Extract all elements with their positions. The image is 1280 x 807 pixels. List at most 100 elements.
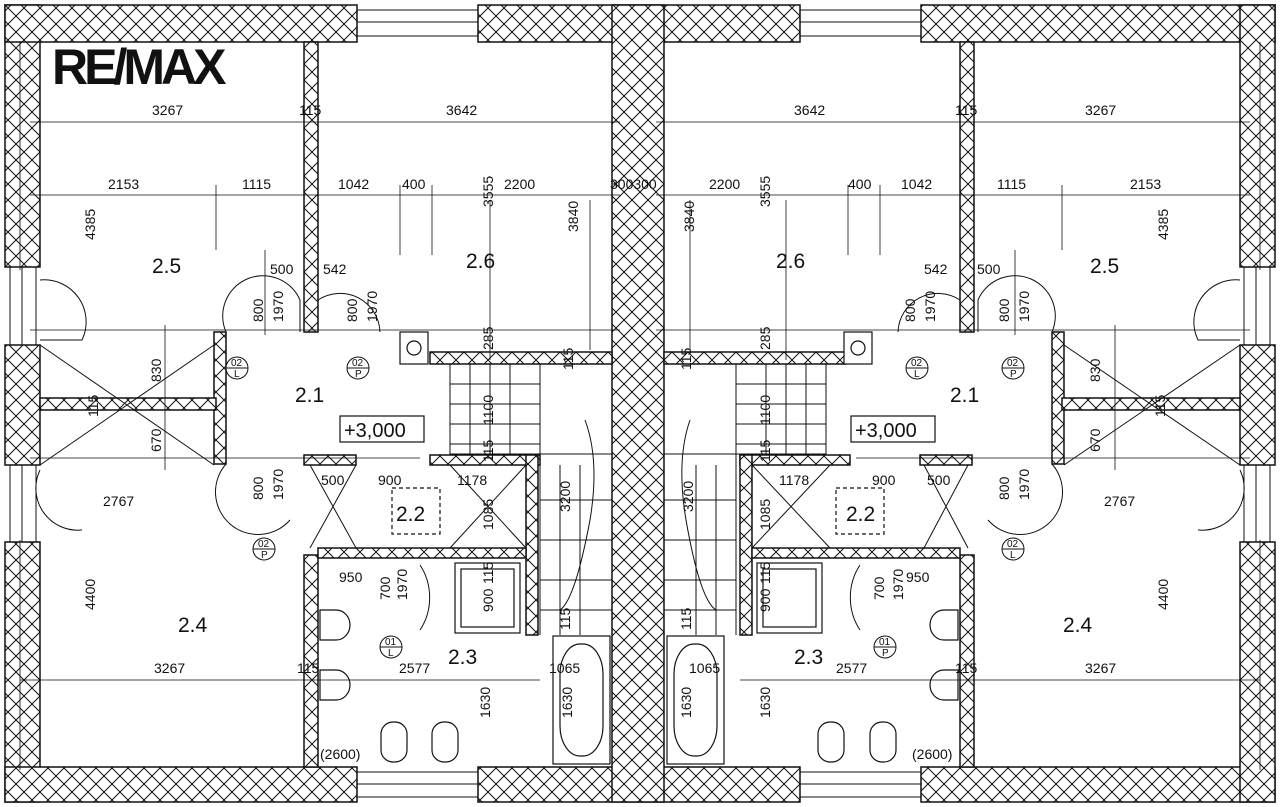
dim-label: 3200: [557, 481, 573, 512]
dim-label: 1100: [757, 395, 773, 425]
svg-text:02: 02: [911, 358, 923, 369]
dim-label: 500: [977, 261, 1001, 277]
dim-label: 500: [927, 472, 951, 488]
svg-text:L: L: [388, 648, 394, 659]
dim-label: 4385: [1155, 209, 1171, 240]
dim-label: 900: [872, 472, 896, 488]
dim-label: 700: [871, 576, 887, 600]
wall-left-outer-top: [4, 4, 41, 268]
room-label: 2.2: [846, 503, 875, 526]
dim-label: 3267: [1085, 660, 1116, 676]
dim-label: 3267: [1085, 102, 1116, 118]
dim-label: 115: [955, 102, 978, 118]
dim-label: 1065: [689, 660, 720, 676]
wall-l-stair-side: [525, 454, 539, 636]
dim-label: 1115: [997, 176, 1026, 192]
level-label: +3,000: [344, 420, 406, 442]
wall-right-outer-bottom: [1239, 541, 1276, 803]
toilet-left-2: [431, 721, 459, 763]
door-tag: 01L: [379, 635, 403, 659]
svg-text:P: P: [882, 648, 889, 659]
dim-label: 700: [377, 576, 393, 600]
dim-label: 115: [297, 660, 320, 676]
dim-label: 500: [270, 261, 294, 277]
svg-text:P: P: [1010, 369, 1017, 380]
dim-label: 300300: [610, 176, 657, 192]
fixtures: [319, 331, 959, 765]
toilet-left-1: [380, 721, 408, 763]
dim-label: 1970: [364, 291, 380, 322]
level-markers: +3,000 +3,000: [339, 415, 936, 443]
shower-tray-right: [756, 562, 823, 634]
svg-text:01: 01: [879, 637, 891, 648]
dim-label: 4400: [82, 579, 98, 610]
dim-label: 115: [480, 439, 496, 462]
dim-label: 500: [321, 472, 345, 488]
room-label: 2.4: [1063, 614, 1093, 637]
wall-l-stair-top: [429, 351, 613, 365]
dim-label: 2577: [399, 660, 430, 676]
svg-text:01: 01: [385, 637, 397, 648]
wall-left-bottom: [4, 766, 358, 803]
dim-label: (2600): [912, 746, 952, 762]
dim-label: 1970: [270, 469, 286, 500]
dim-label: 1630: [477, 687, 493, 718]
dim-label: 115: [299, 102, 322, 118]
wall-r-bath-left: [959, 554, 975, 768]
dim-label: 1970: [1016, 469, 1032, 500]
dim-label: 115: [560, 347, 576, 370]
room-label: 2.1: [295, 384, 324, 407]
dim-label: 115: [1152, 394, 1168, 417]
dim-label: 1970: [890, 569, 906, 600]
basin-right-1: [929, 609, 959, 641]
dim-label: 1115: [242, 176, 271, 192]
door-tag: 02P: [252, 537, 276, 561]
dim-label: 1042: [901, 176, 932, 192]
dim-label: 2577: [836, 660, 867, 676]
dim-label: 1630: [559, 687, 575, 718]
svg-text:02: 02: [352, 358, 364, 369]
dim-label: 1178: [457, 472, 487, 488]
dim-label: 800: [344, 298, 360, 322]
level-label: +3,000: [855, 420, 917, 442]
dim-label: 3555: [757, 176, 773, 207]
basin-right-2: [929, 669, 959, 701]
dim-label: 3555: [480, 176, 496, 207]
dim-label: 4385: [82, 209, 98, 240]
dim-label: 115: [85, 394, 101, 417]
dim-label: 3267: [152, 102, 183, 118]
svg-text:L: L: [1010, 550, 1016, 561]
stairs: [449, 363, 827, 635]
dim-label: 2767: [1104, 493, 1135, 509]
dim-label: 830: [148, 358, 164, 382]
dim-label: 800: [250, 476, 266, 500]
door-tag: 02L: [905, 356, 929, 380]
dim-label: 400: [402, 176, 426, 192]
svg-text:02: 02: [1007, 539, 1019, 550]
dim-label: 2153: [108, 176, 139, 192]
dim-label: 115: [480, 561, 496, 584]
svg-text:P: P: [355, 369, 362, 380]
door-tag: 02P: [1001, 356, 1025, 380]
svg-text:02: 02: [258, 539, 270, 550]
room-label: 2.6: [776, 250, 805, 273]
toilet-right-2: [869, 721, 897, 763]
dim-label: 800: [250, 298, 266, 322]
exterior-walls: [4, 4, 1276, 803]
door-tags: 02L 02P 02P 01L 02L 02P 02L 01P: [225, 356, 1025, 659]
wall-r-cupboard-a: [919, 454, 973, 466]
svg-text:02: 02: [231, 358, 243, 369]
dim-label: 4400: [1155, 579, 1171, 610]
dim-label: 115: [678, 347, 694, 370]
dim-label: 950: [339, 569, 363, 585]
wall-l-bath-right: [303, 554, 319, 768]
door-tag: 02P: [346, 356, 370, 380]
wall-right-outer-top: [1239, 4, 1276, 268]
dim-label: 1970: [1016, 291, 1032, 322]
wall-l-bath-top: [317, 547, 527, 559]
dim-label: 115: [678, 607, 694, 630]
toilet-right-1: [817, 721, 845, 763]
room-label: 2.3: [794, 646, 823, 669]
dim-label: 115: [757, 439, 773, 462]
dim-label: 1630: [678, 687, 694, 718]
